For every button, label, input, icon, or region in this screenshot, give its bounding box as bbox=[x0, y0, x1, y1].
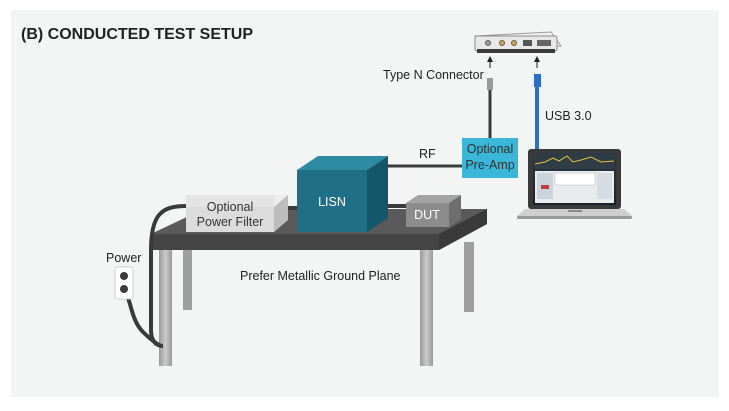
arrow-up-icon bbox=[534, 56, 540, 62]
type-n-connector-label: Type N Connector bbox=[383, 68, 484, 82]
table-leg-back-right bbox=[464, 242, 474, 312]
usb-label: USB 3.0 bbox=[545, 109, 592, 123]
preamp-label-line2: Pre-Amp bbox=[465, 158, 514, 172]
preamp-label-line1: Optional bbox=[467, 142, 514, 156]
test-table bbox=[151, 209, 487, 366]
power-label: Power bbox=[106, 251, 141, 265]
rf-label: RF bbox=[419, 147, 436, 161]
usb-connector-icon bbox=[534, 74, 541, 87]
power-filter-label-line1: Optional bbox=[207, 200, 254, 214]
dut-box bbox=[406, 195, 461, 227]
dut-label: DUT bbox=[414, 208, 440, 222]
setup-diagram: (B) CONDUCTED TEST SETUP Prefer Metallic… bbox=[21, 26, 632, 366]
power-filter-label-line2: Power Filter bbox=[197, 215, 264, 229]
diagram-canvas: (B) CONDUCTED TEST SETUP Prefer Metallic… bbox=[11, 10, 719, 397]
table-leg-back-left bbox=[183, 248, 192, 310]
power-filter-box bbox=[186, 195, 288, 232]
diagram-title: (B) CONDUCTED TEST SETUP bbox=[21, 26, 253, 43]
type-n-connector-icon bbox=[487, 78, 493, 90]
ground-plane-label: Prefer Metallic Ground Plane bbox=[240, 269, 401, 283]
usb-spectrum-analyzer-icon bbox=[474, 31, 562, 53]
table-leg-front-left bbox=[159, 250, 172, 366]
arrow-up-icon bbox=[487, 56, 493, 62]
lisn-box bbox=[297, 156, 388, 232]
table-leg-front-right bbox=[420, 250, 433, 366]
lisn-label: LISN bbox=[318, 195, 346, 209]
power-outlet-icon bbox=[114, 266, 134, 300]
preamp-box bbox=[462, 138, 518, 178]
laptop-icon bbox=[517, 149, 632, 219]
